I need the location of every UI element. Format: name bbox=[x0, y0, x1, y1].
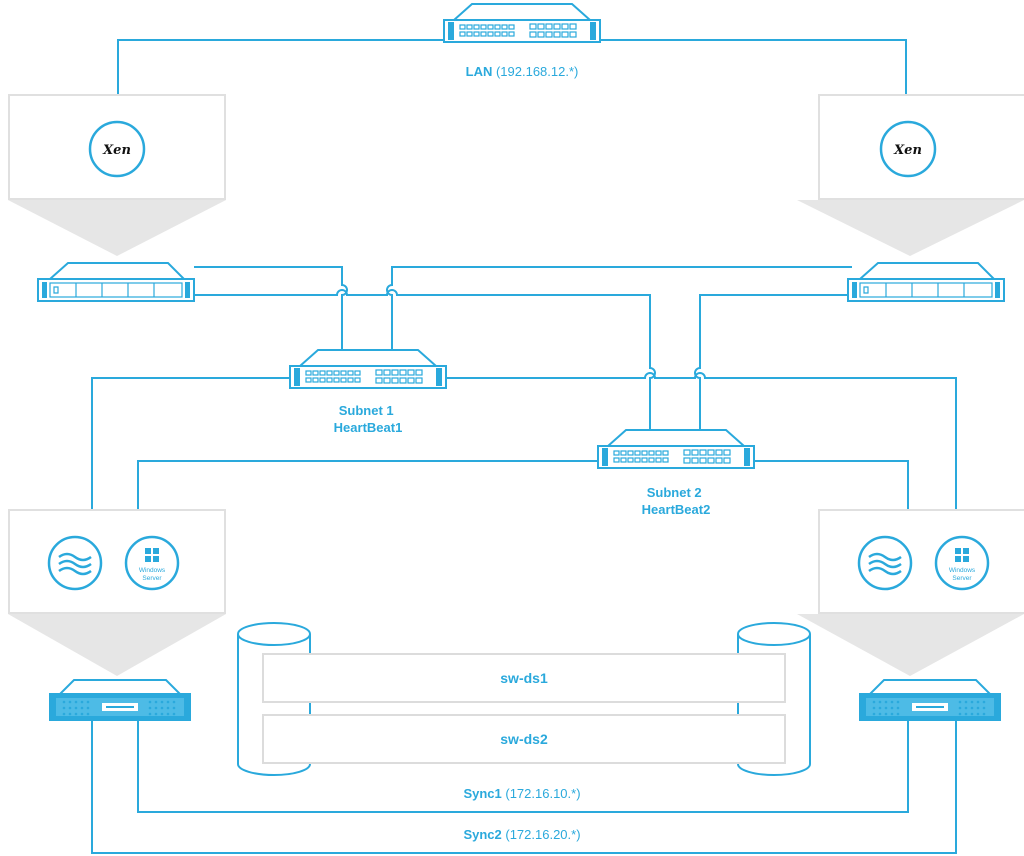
subnet2-label-line1: Subnet 2 bbox=[647, 485, 702, 500]
windows-label-line1: Windows bbox=[139, 567, 166, 574]
sync2-label-ip: (172.16.20.*) bbox=[502, 827, 581, 842]
lan-label-ip: (192.168.12.*) bbox=[492, 64, 578, 79]
heartbeat1-link-right bbox=[446, 372, 957, 510]
subnet1-label-line2: HeartBeat1 bbox=[334, 420, 403, 435]
subnet1-switch bbox=[289, 349, 447, 389]
lan-label: LAN (192.168.12.*) bbox=[466, 64, 579, 79]
sync1-label: Sync1 (172.16.10.*) bbox=[463, 786, 580, 801]
lan-link-left bbox=[117, 39, 444, 96]
storage-enclosure-left bbox=[37, 262, 195, 302]
starwind-icon bbox=[857, 535, 913, 591]
lan-switch bbox=[443, 3, 601, 43]
sync1-label-name: Sync1 bbox=[463, 786, 501, 801]
node-panel-left: Windows Server bbox=[8, 509, 226, 676]
sync1-link bbox=[137, 720, 909, 813]
svg-text:Xen: Xen bbox=[102, 143, 131, 158]
heartbeat1-link-left bbox=[91, 377, 290, 510]
hypervisor-panel-right: Xen bbox=[797, 94, 1024, 256]
datastore-label: sw-ds1 bbox=[500, 670, 548, 686]
subnet2-label-line2: HeartBeat2 bbox=[642, 502, 711, 517]
heartbeat2-link-right bbox=[754, 460, 909, 510]
windows-server-icon: Windows Server bbox=[934, 535, 990, 591]
windows-label-line2: Server bbox=[142, 575, 162, 582]
xen-icon: Xen bbox=[879, 120, 937, 178]
subnet2-switch bbox=[597, 429, 755, 469]
windows-label-line1: Windows bbox=[949, 567, 976, 574]
sync2-label: Sync2 (172.16.20.*) bbox=[463, 827, 580, 842]
sync2-label-name: Sync2 bbox=[463, 827, 501, 842]
subnet1-label: Subnet 1 HeartBeat1 bbox=[334, 403, 403, 435]
left-enclosure-to-subnet2 bbox=[194, 289, 656, 430]
server-left bbox=[49, 679, 191, 721]
heartbeat2-link-left bbox=[137, 460, 598, 510]
hypervisor-panel-left: Xen bbox=[8, 94, 226, 256]
right-enclosure-to-subnet2 bbox=[694, 294, 852, 430]
lan-link-right bbox=[600, 39, 907, 96]
datastore-label: sw-ds2 bbox=[500, 731, 548, 747]
svg-text:Xen: Xen bbox=[893, 143, 922, 158]
connection-lines bbox=[91, 39, 957, 854]
datastore-sw-ds1: sw-ds1 bbox=[262, 653, 786, 703]
subnet1-label-line1: Subnet 1 bbox=[339, 403, 394, 418]
lan-label-name: LAN bbox=[466, 64, 493, 79]
node-panel-right: Windows Server bbox=[797, 509, 1024, 676]
starwind-icon bbox=[47, 535, 103, 591]
xen-icon: Xen bbox=[88, 120, 146, 178]
windows-server-icon: Windows Server bbox=[124, 535, 180, 591]
server-right bbox=[859, 679, 1001, 721]
subnet2-label: Subnet 2 HeartBeat2 bbox=[642, 485, 711, 517]
storage-enclosure-right bbox=[847, 262, 1005, 302]
left-enclosure-to-subnet1 bbox=[194, 266, 348, 350]
sync1-label-ip: (172.16.10.*) bbox=[502, 786, 581, 801]
right-enclosure-to-subnet1 bbox=[386, 266, 852, 350]
datastore-sw-ds2: sw-ds2 bbox=[262, 714, 786, 764]
windows-label-line2: Server bbox=[952, 575, 972, 582]
sync2-link bbox=[91, 720, 957, 854]
